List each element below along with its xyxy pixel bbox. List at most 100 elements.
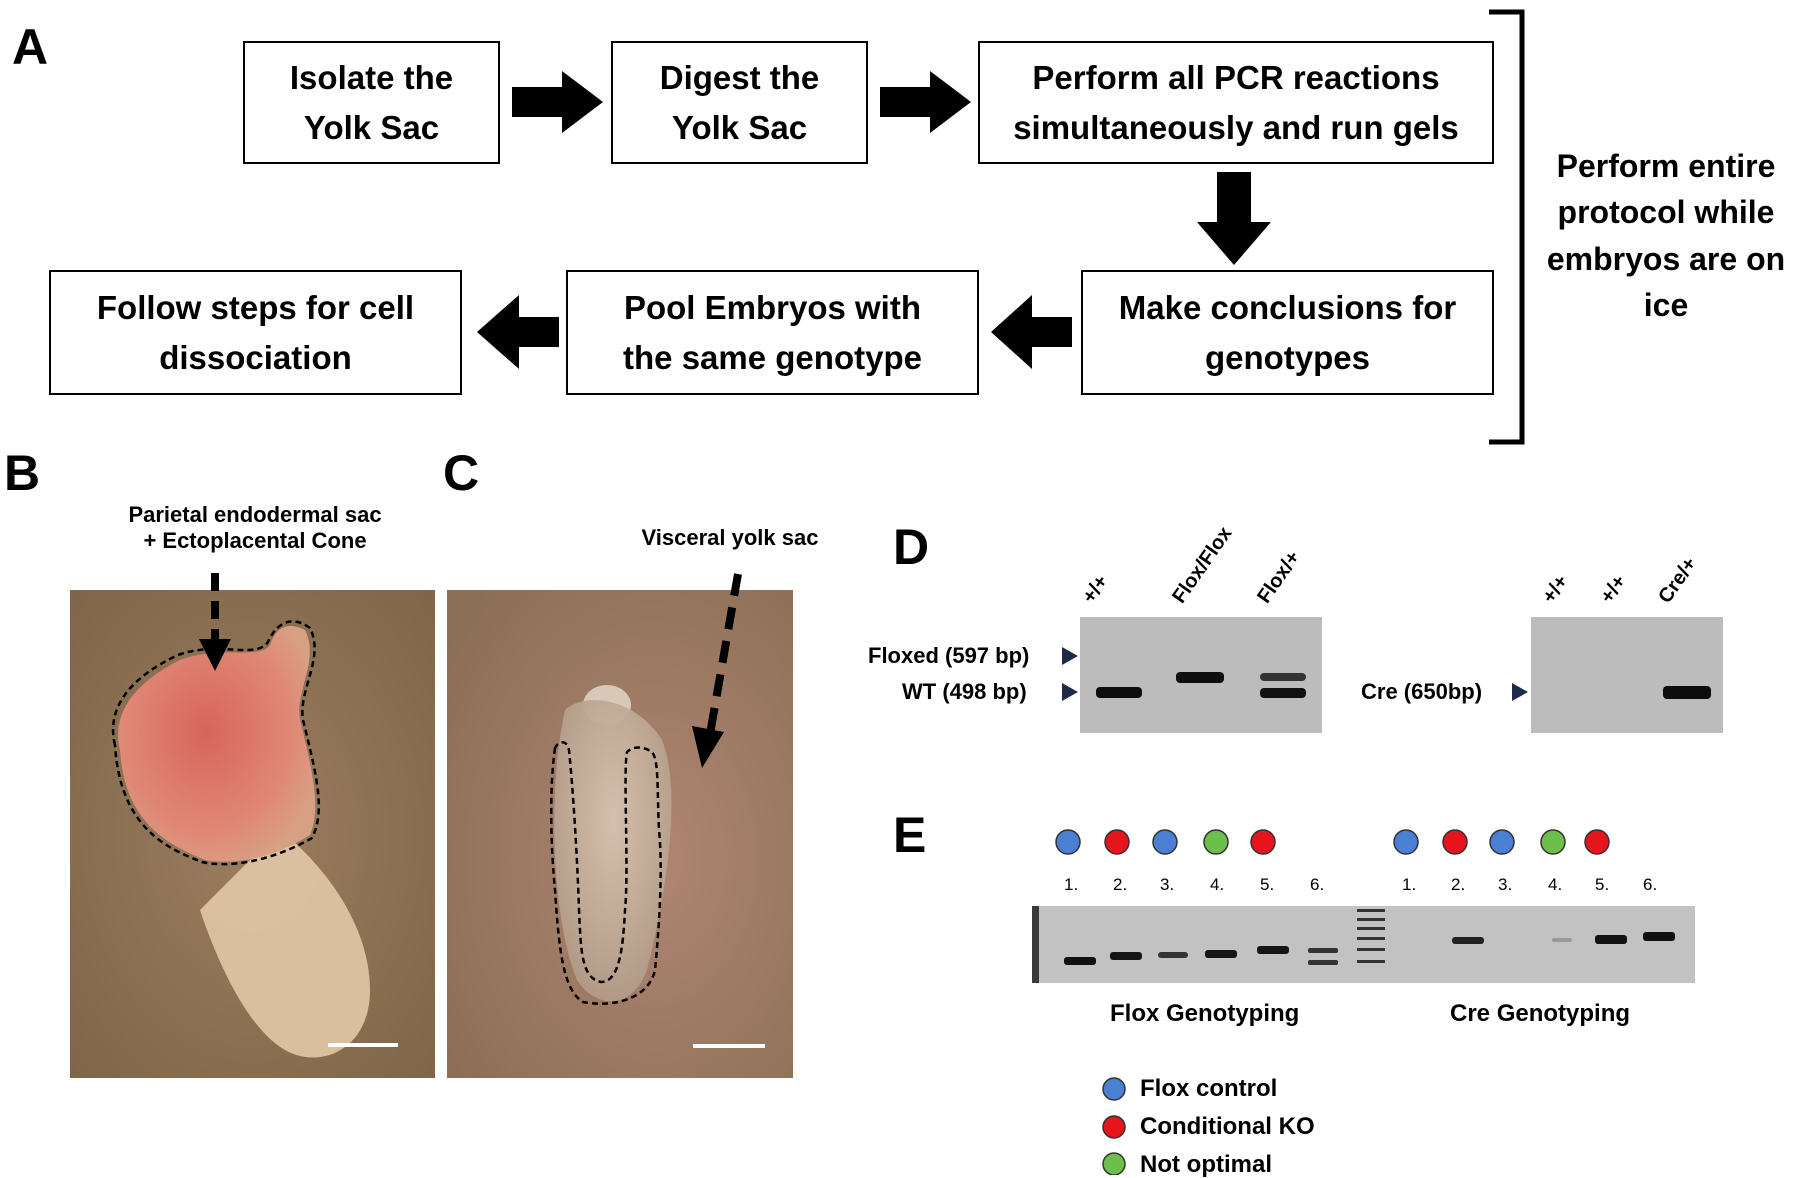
flox-lane-dot-blue [1152,829,1178,855]
cre-lane-dot-blue [1393,829,1419,855]
legend-label-not-optimal: Not optimal [1140,1151,1272,1178]
cre-lane-number: 6. [1643,875,1658,894]
panel-label-e: E [893,807,927,863]
label-line: Parietal endodermal sac [128,502,382,527]
flox-lane-dot-red [1250,829,1276,855]
ladder-bands [1357,909,1385,963]
visceral-yolk-sac-label: Visceral yolk sac [641,525,819,550]
flox-gel-bands [1064,946,1338,965]
gel-band [1176,672,1224,683]
cre-lane-dot-blue [1489,829,1515,855]
legend-dot-red [1102,1115,1126,1139]
protocol-side-note: Perform entire protocol while embryos ar… [1532,143,1800,329]
legend-dot-blue [1102,1077,1126,1101]
gel-band [1096,687,1142,698]
step-text: genotypes [1204,338,1371,376]
marker-triangle-icon [1062,647,1078,665]
bracket-icon [1489,9,1525,445]
tissue-region [118,625,316,862]
arrow-down-icon [199,573,231,671]
flox-lane-dot-green [1203,829,1229,855]
marker-triangle-icon [1062,683,1078,701]
marker-triangle-icon [1512,683,1528,701]
embryo-photo-b [70,590,435,1078]
step-text: Make conclusions for [1118,289,1457,326]
cre-lane-dot-red [1442,829,1468,855]
flox-lane-dot-red [1104,829,1130,855]
dashed-outline [111,620,321,866]
arrow-down-icon [692,573,742,768]
panel-label-b: B [4,445,41,501]
legend-dot-green [1102,1152,1126,1175]
flox-genotyping-caption: Flox Genotyping [1110,1000,1300,1027]
side-note-line: protocol while [1557,194,1775,231]
gel-band [1663,686,1711,699]
flox-lane-number: 2. [1113,875,1128,894]
cre-lane-number: 3. [1498,875,1513,894]
dashed-outline-outer [549,741,662,1005]
step-pool-embryos: Pool Embryos with the same genotype [566,270,979,395]
panel-label-a: A [12,19,49,75]
embryo-body [200,830,370,1058]
parietal-sac-label: Parietal endodermal sac + Ectoplacental … [70,502,440,554]
cre-gel-bands [1452,932,1675,944]
panel-label-d: D [893,519,930,575]
gel-image-cre [1395,906,1695,983]
side-note-line: Perform entire [1556,148,1776,184]
step-text: Digest the [659,59,820,96]
cre-lane-number: 2. [1451,875,1466,894]
legend-dots [1102,1077,1126,1175]
step-text: Yolk Sac [303,108,440,146]
cre-lane-number: 5. [1595,875,1610,894]
step-text: Pool Embryos with [623,289,922,326]
arrow-left-icon [477,295,559,369]
cre-lane-dot-red [1584,829,1610,855]
flox-lane-number: 5. [1260,875,1275,894]
step-cell-dissociation: Follow steps for cell dissociation [49,270,462,395]
step-text: dissociation [159,338,352,376]
gel-band [1260,688,1306,698]
label-line: + Ectoplacental Cone [143,528,367,553]
flox-lane-dot-blue [1055,829,1081,855]
panel-label-c: C [443,445,480,501]
legend-label-conditional-ko: Conditional KO [1140,1113,1315,1140]
flox-lane-number: 3. [1160,875,1175,894]
arrow-left-icon [991,295,1072,369]
step-text: Follow steps for cell [96,289,415,326]
step-genotype-conclusions: Make conclusions for genotypes [1081,270,1494,395]
arrow-right-icon [512,71,603,133]
floxed-band-label: Floxed (597 bp) [868,643,1030,668]
gel-band [1260,673,1306,681]
cre-lane-dot-green [1540,829,1566,855]
flox-lane-number: 6. [1310,875,1325,894]
cre-genotyping-caption: Cre Genotyping [1450,1000,1631,1027]
step-text: the same genotype [623,338,922,376]
arrow-down-icon [1197,172,1271,265]
side-note-line: embryos are on [1546,240,1786,277]
step-text: Isolate the [289,59,454,96]
gel-image-2 [1531,617,1723,733]
flox-lane-number: 4. [1210,875,1225,894]
flox-lane-number: 1. [1064,875,1079,894]
gel-image-flox [1032,906,1355,983]
step-text: Yolk Sac [671,108,808,146]
cre-band-label: Cre (650bp) [1361,679,1483,704]
legend-label-flox-control: Flox control [1140,1075,1278,1102]
cre-lane-number: 4. [1548,875,1563,894]
step-text: Perform all PCR reactions [1032,59,1440,96]
gel-edge [1032,906,1039,983]
embryo-photo-c [447,590,793,1078]
arrow-right-icon [880,71,971,133]
embryo-body [554,700,672,1002]
side-note-line: ice [1643,287,1689,324]
cre-lane-number: 1. [1402,875,1417,894]
wt-band-label: WT (498 bp) [902,679,1027,704]
